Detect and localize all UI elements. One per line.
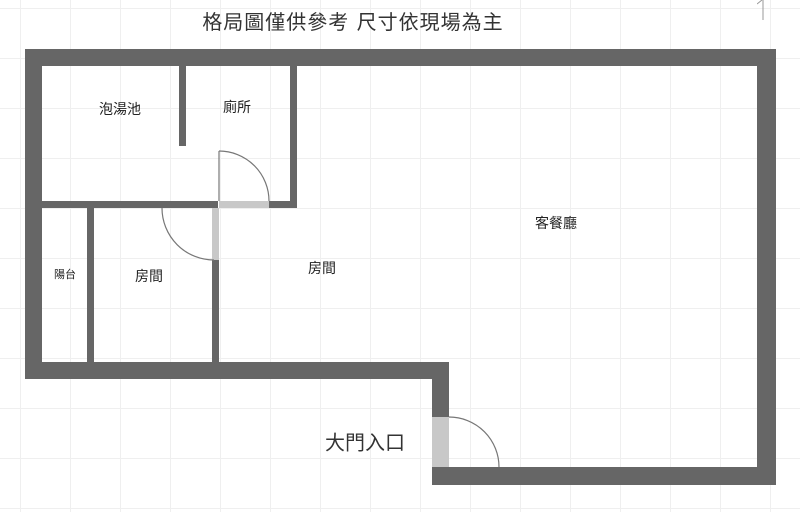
door-bedroom-swing-arc [161,207,215,261]
entrance-label: 大門入口 [325,430,405,455]
wall-toilet-right [290,66,297,208]
corner-tick-icon [757,0,764,20]
door-entrance [432,416,500,468]
wall-entrance-left-upper [432,362,449,417]
door-toilet-leaf [219,201,269,208]
wall-bottom-right [432,467,776,485]
door-entrance-leaf [432,417,449,467]
wall-right [757,49,776,485]
door-toilet-swing-arc [218,150,270,202]
wall-left [25,49,42,379]
room-label-living-dining: 客餐廳 [535,216,577,232]
wall-bath-toilet [179,66,186,146]
room-label-bedroom-left: 房間 [135,269,163,285]
door-bedroom [161,207,219,261]
wall-toilet-bottom [269,201,297,208]
door-toilet [218,150,270,208]
wall-bath-bottom [42,201,218,208]
room-label-toilet: 廁所 [223,100,251,116]
room-label-bedroom-center: 房間 [308,261,336,277]
wall-bottom-left [25,362,449,379]
room-label-balcony: 陽台 [54,268,76,281]
wall-bedroom-right [212,260,219,362]
page-title: 格局圖僅供參考 尺寸依現場為主 [202,10,504,34]
wall-balcony-bedroom [87,208,94,362]
interior-walls [42,66,297,362]
door-bedroom-leaf [212,208,219,260]
wall-top [25,49,776,66]
room-label-bath: 泡湯池 [99,102,141,118]
door-entrance-swing-arc [448,416,500,468]
outer-walls [25,49,776,485]
